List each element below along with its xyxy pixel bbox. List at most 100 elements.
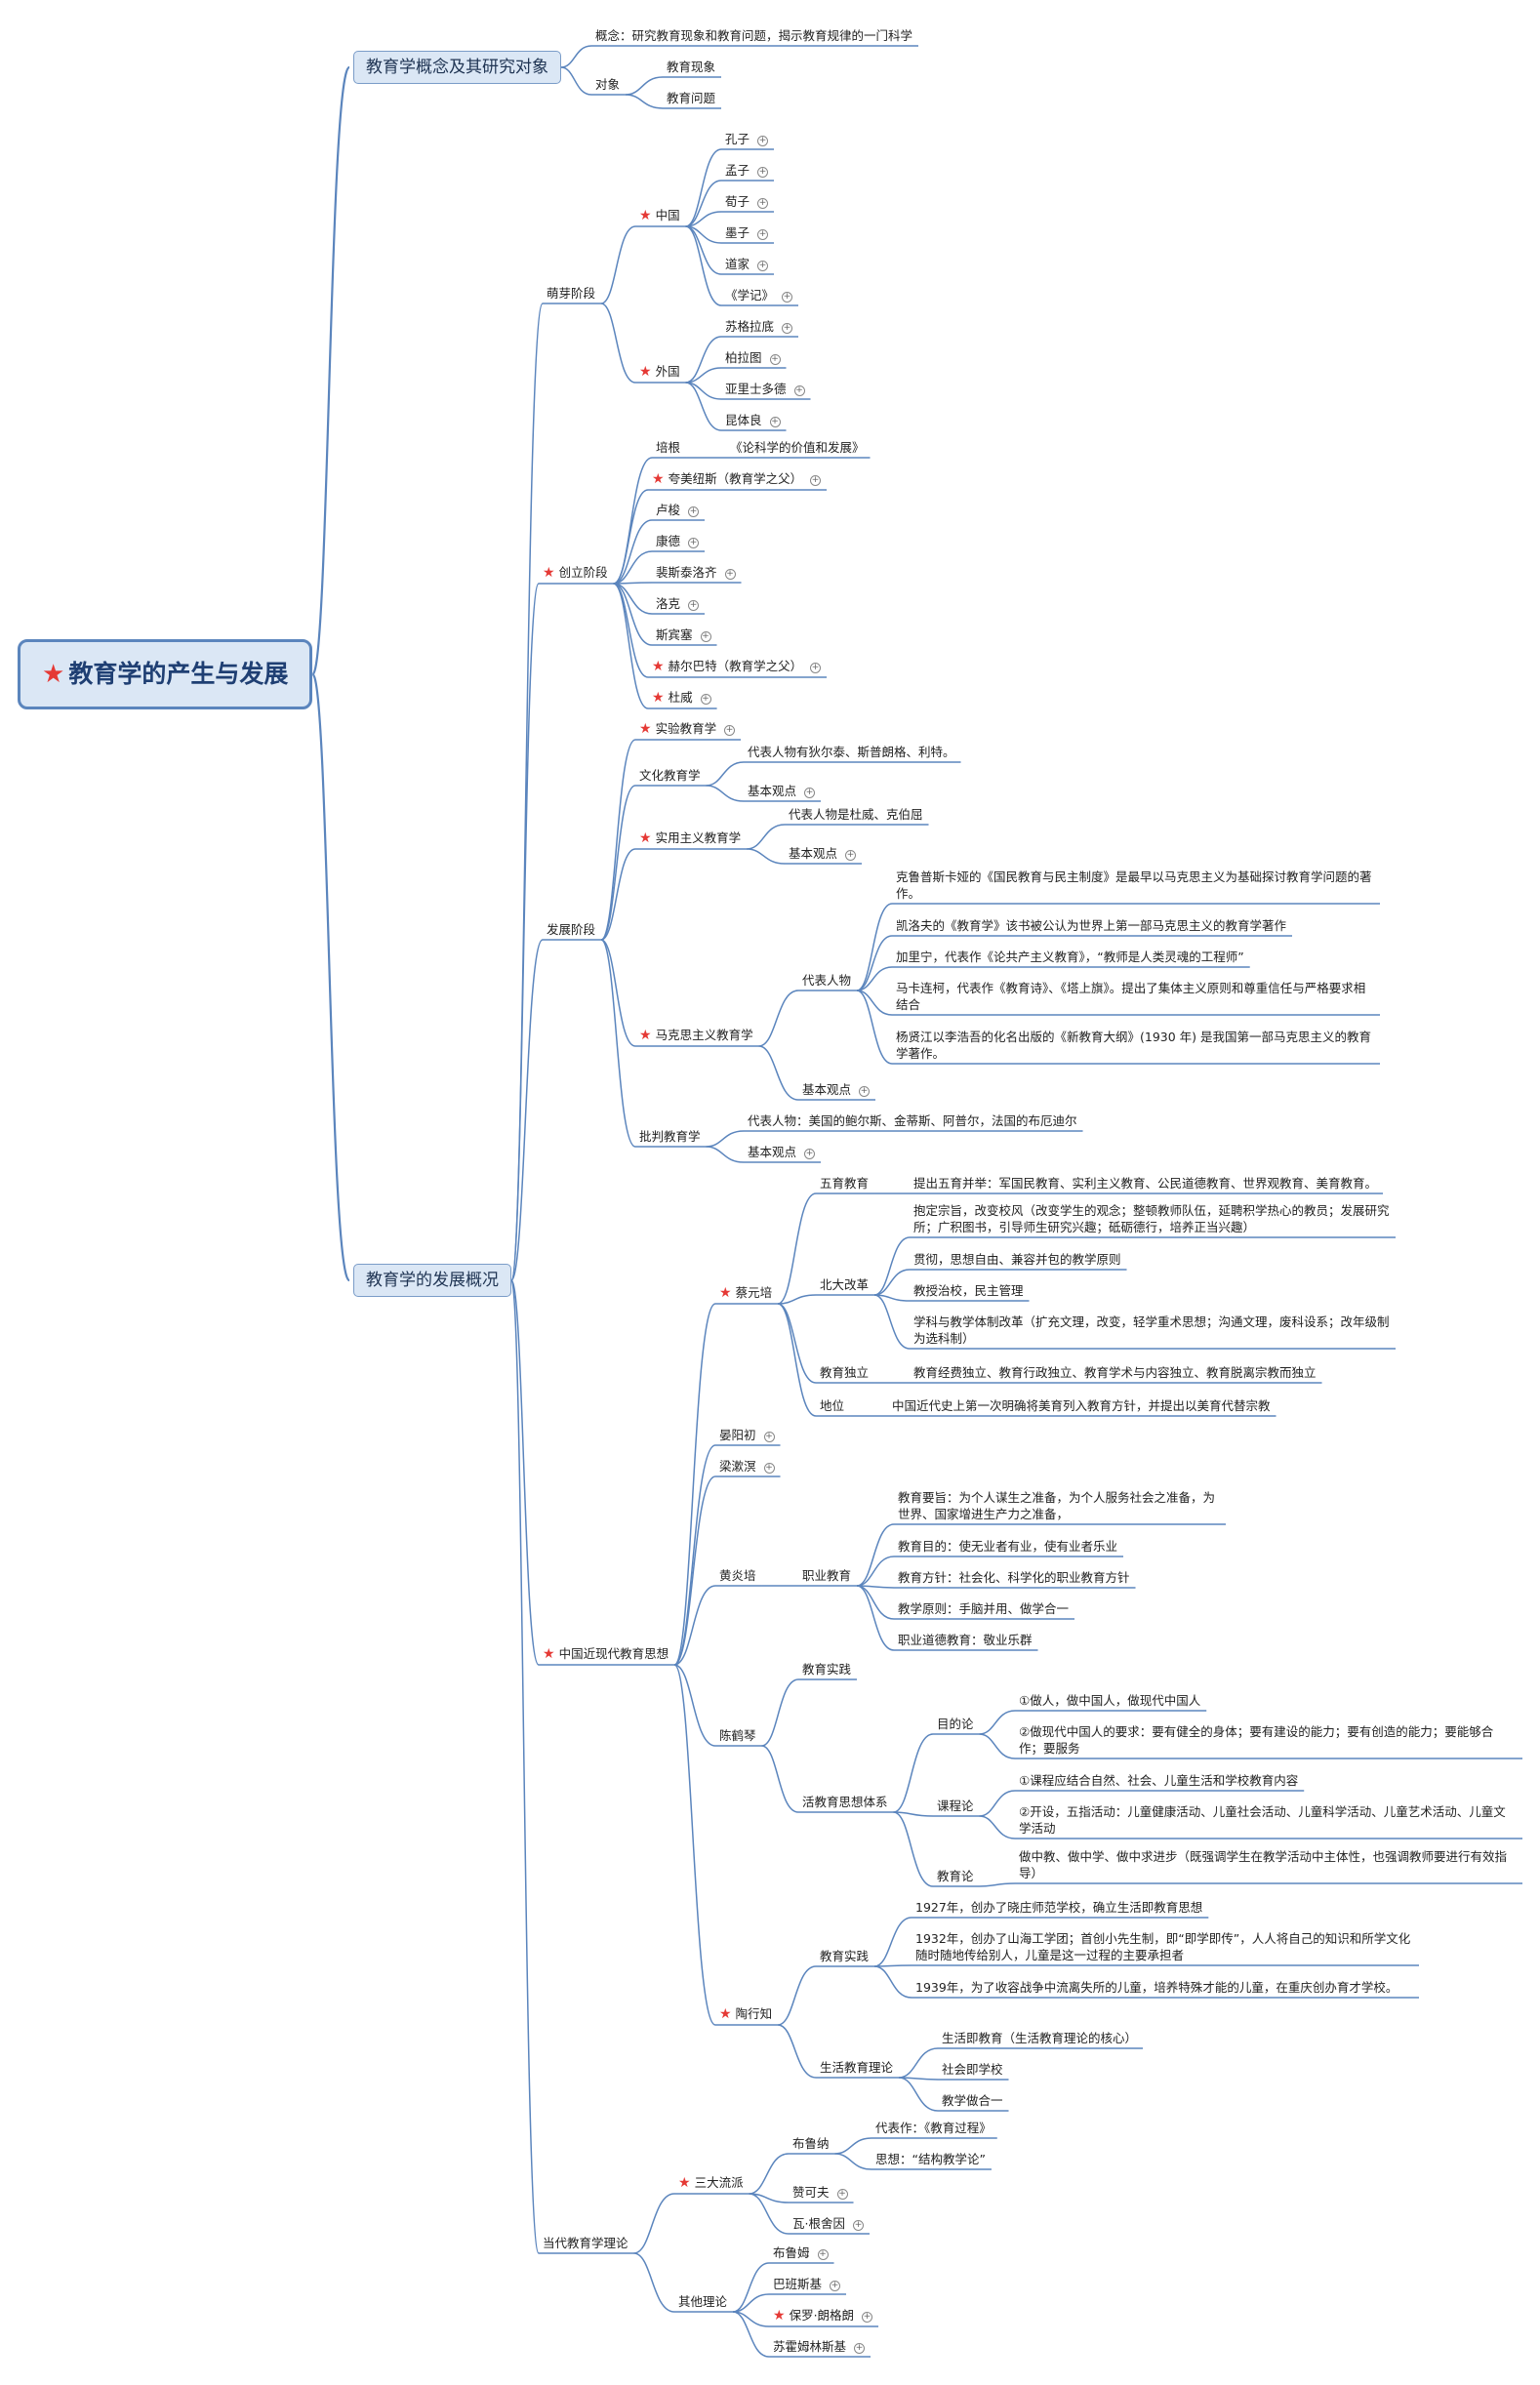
expand-icon[interactable]: [769, 354, 781, 365]
topic-node[interactable]: 赞可夫: [792, 2184, 848, 2201]
expand-icon[interactable]: [757, 136, 769, 146]
topic-node[interactable]: 晏阳初: [719, 1427, 775, 1443]
topic-node[interactable]: 学科与教学体制改革（扩充文理，改变，轻学重术思想；沟通文理，废科设系；改年级制为…: [913, 1314, 1390, 1347]
topic-node[interactable]: ★三大流派: [678, 2174, 744, 2192]
topic-node[interactable]: 亚里士多德: [725, 381, 805, 397]
topic-node[interactable]: 教育方针：社会化、科学化的职业教育方针: [898, 1569, 1130, 1586]
topic-node[interactable]: 教育论: [937, 1868, 974, 1884]
topic-node[interactable]: 基本观点: [748, 1144, 816, 1160]
topic-node[interactable]: 斯宾塞: [656, 627, 711, 643]
topic-node[interactable]: ★蔡元培: [719, 1284, 772, 1302]
topic-node[interactable]: 马卡连柯，代表作《教育诗》、《塔上旗》。提出了集体主义原则和尊重信任与严格要求相…: [896, 980, 1374, 1013]
topic-node[interactable]: ★实用主义教育学: [639, 829, 741, 847]
topic-node[interactable]: 布鲁纳: [792, 2135, 830, 2152]
expand-icon[interactable]: [854, 2343, 866, 2354]
topic-node[interactable]: 教育现象: [667, 59, 715, 75]
topic-node[interactable]: 萌芽阶段: [547, 285, 595, 302]
topic-node[interactable]: ★中国: [639, 207, 680, 224]
expand-icon[interactable]: [862, 2312, 873, 2323]
topic-node[interactable]: 教育问题: [667, 90, 715, 106]
topic-node[interactable]: ★实验教育学: [639, 720, 736, 738]
topic-node[interactable]: 裴斯泰洛齐: [656, 564, 736, 581]
topic-node[interactable]: 教育要旨：为个人谋生之准备，为个人服务社会之准备，为世界、国家增进生产力之准备，: [898, 1489, 1220, 1522]
topic-node[interactable]: 地位: [820, 1397, 844, 1414]
expand-icon[interactable]: [793, 385, 805, 396]
expand-icon[interactable]: [804, 1149, 816, 1159]
topic-node[interactable]: 教学原则：手脑并用、做学合一: [898, 1600, 1069, 1617]
topic-node[interactable]: ★马克思主义教育学: [639, 1027, 753, 1044]
topic-node[interactable]: ★外国: [639, 363, 680, 381]
topic-node[interactable]: 其他理论: [678, 2293, 727, 2310]
topic-node[interactable]: 代表人物是杜威、克伯屈: [789, 806, 923, 823]
topic-node[interactable]: ②做现代中国人的要求：要有健全的身体；要有建设的能力；要有创造的能力；要能够合作…: [1019, 1723, 1517, 1757]
topic-node[interactable]: 课程论: [937, 1798, 974, 1814]
expand-icon[interactable]: [700, 631, 711, 642]
topic-node[interactable]: 《论科学的价值和发展》: [730, 439, 865, 456]
expand-icon[interactable]: [769, 417, 781, 427]
topic-node[interactable]: 职业道德教育：敬业乐群: [898, 1632, 1033, 1648]
expand-icon[interactable]: [757, 261, 769, 271]
topic-node[interactable]: 提出五育并举：军国民教育、实利主义教育、公民道德教育、世界观教育、美育教育。: [913, 1175, 1377, 1192]
topic-node[interactable]: 基本观点: [748, 783, 816, 799]
topic-node[interactable]: 培根: [656, 439, 680, 456]
topic-node[interactable]: 道家: [725, 256, 769, 272]
expand-icon[interactable]: [724, 725, 736, 736]
topic-node[interactable]: ②开设，五指活动：儿童健康活动、儿童社会活动、儿童科学活动、儿童艺术活动、儿童文…: [1019, 1803, 1517, 1837]
topic-node[interactable]: 教育经费独立、教育行政独立、教育学术与内容独立、教育脱离宗教而独立: [913, 1364, 1317, 1381]
expand-icon[interactable]: [763, 1463, 775, 1474]
topic-node[interactable]: 北大改革: [820, 1276, 869, 1293]
topic-node[interactable]: 基本观点: [789, 845, 857, 862]
topic-node[interactable]: 杨贤江以李浩吾的化名出版的《新教育大纲》(1930 年) 是我国第一部马克思主义…: [896, 1029, 1374, 1062]
topic-node[interactable]: 基本观点: [802, 1081, 871, 1098]
expand-icon[interactable]: [810, 475, 822, 486]
expand-icon[interactable]: [757, 198, 769, 209]
topic-node[interactable]: 目的论: [937, 1716, 974, 1732]
topic-node[interactable]: 孔子: [725, 131, 769, 147]
topic-node[interactable]: 对象: [595, 76, 620, 93]
expand-icon[interactable]: [782, 323, 793, 334]
topic-node[interactable]: 做中教、做中学、做中求进步（既强调学生在教学活动中主体性，也强调教师要进行有效指…: [1019, 1848, 1517, 1881]
topic-node[interactable]: 苏格拉底: [725, 318, 793, 335]
topic-node[interactable]: 代表人物有狄尔泰、斯普朗格、利特。: [748, 744, 955, 760]
expand-icon[interactable]: [757, 167, 769, 178]
topic-node[interactable]: 柏拉图: [725, 349, 781, 366]
topic-node[interactable]: ①课程应结合自然、社会、儿童生活和学校教育内容: [1019, 1772, 1298, 1789]
topic-node[interactable]: 陈鹤琴: [719, 1727, 756, 1744]
expand-icon[interactable]: [830, 2281, 841, 2291]
topic-node[interactable]: 职业教育: [802, 1567, 851, 1584]
topic-node[interactable]: 教育独立: [820, 1364, 869, 1381]
topic-node[interactable]: 社会即学校: [942, 2061, 1003, 2078]
expand-icon[interactable]: [836, 2189, 848, 2200]
topic-node[interactable]: 荀子: [725, 193, 769, 210]
main-branch-topic[interactable]: 教育学概念及其研究对象: [353, 51, 561, 84]
root-topic[interactable]: ★教育学的产生与发展: [18, 639, 313, 709]
topic-node[interactable]: 墨子: [725, 224, 769, 241]
topic-node[interactable]: 孟子: [725, 162, 769, 179]
expand-icon[interactable]: [859, 1086, 871, 1097]
topic-node[interactable]: 教学做合一: [942, 2092, 1003, 2109]
topic-node[interactable]: 布鲁姆: [773, 2244, 829, 2261]
topic-node[interactable]: ★陶行知: [719, 2005, 772, 2023]
expand-icon[interactable]: [700, 694, 711, 705]
topic-node[interactable]: ★夸美纽斯（教育学之父）: [652, 470, 822, 488]
expand-icon[interactable]: [724, 569, 736, 580]
topic-node[interactable]: 梁漱溟: [719, 1458, 775, 1475]
expand-icon[interactable]: [757, 229, 769, 240]
expand-icon[interactable]: [782, 292, 793, 303]
topic-node[interactable]: 活教育思想体系: [802, 1794, 888, 1810]
topic-node[interactable]: 贯彻，思想自由、兼容并包的教学原则: [913, 1251, 1121, 1268]
topic-node[interactable]: 苏霍姆林斯基: [773, 2338, 866, 2355]
topic-node[interactable]: ①做人，做中国人，做现代中国人: [1019, 1692, 1200, 1709]
topic-node[interactable]: 中国近代史上第一次明确将美育列入教育方针，并提出以美育代替宗教: [892, 1397, 1271, 1414]
topic-node[interactable]: 发展阶段: [547, 921, 595, 938]
topic-node[interactable]: 教育目的：使无业者有业，使有业者乐业: [898, 1538, 1117, 1555]
topic-node[interactable]: 洛克: [656, 595, 700, 612]
topic-node[interactable]: 《学记》: [725, 287, 793, 303]
topic-node[interactable]: ★创立阶段: [543, 564, 608, 582]
topic-node[interactable]: 教育实践: [820, 1948, 869, 1964]
topic-node[interactable]: 康德: [656, 533, 700, 549]
topic-node[interactable]: 昆体良: [725, 412, 781, 428]
expand-icon[interactable]: [810, 663, 822, 673]
topic-node[interactable]: 代表人物：美国的鲍尔斯、金蒂斯、阿普尔，法国的布厄迪尔: [748, 1112, 1077, 1129]
topic-node[interactable]: 克鲁普斯卡娅的《国民教育与民主制度》是最早以马克思主义为基础探讨教育学问题的著作…: [896, 869, 1374, 902]
